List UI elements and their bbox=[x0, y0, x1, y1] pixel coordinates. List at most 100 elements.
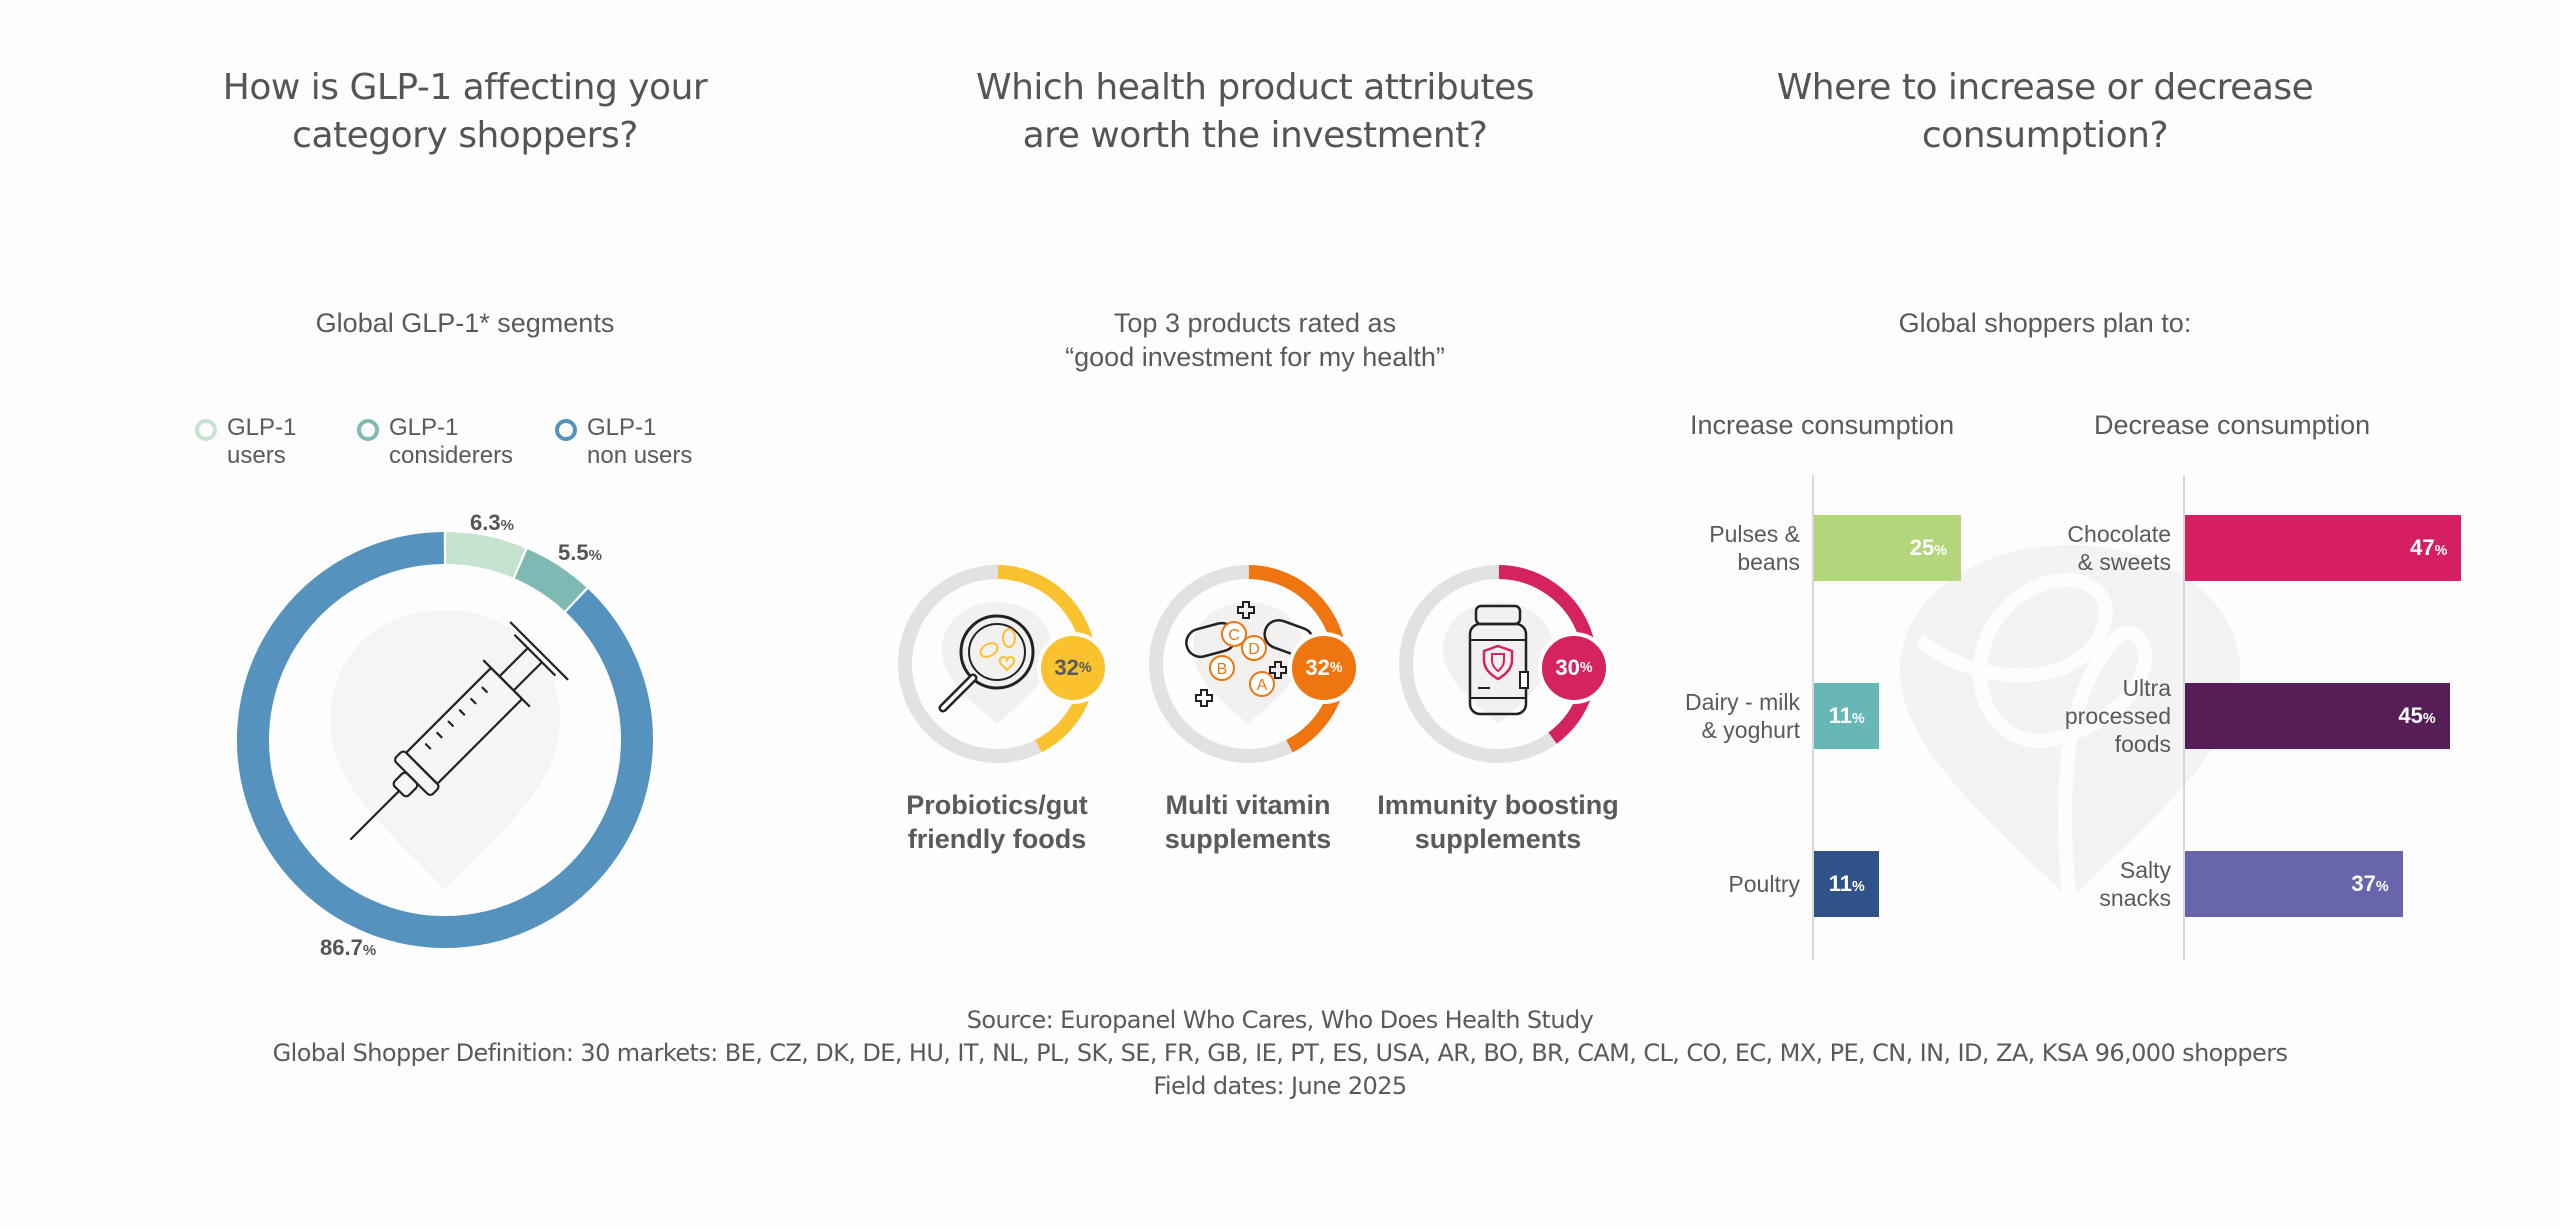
ring-value-badge: 30% bbox=[1538, 632, 1610, 704]
investment-subtitle: Top 3 products rated as “good investment… bbox=[1000, 306, 1510, 374]
category-label-line: Chocolate bbox=[2067, 521, 2171, 547]
legend-marker-icon bbox=[195, 419, 217, 441]
decrease-bar: 45% bbox=[2185, 683, 2450, 749]
donut-data-label: 6.3% bbox=[470, 510, 514, 535]
product-label-line: Probiotics/gut bbox=[906, 790, 1088, 820]
decrease-axis-line bbox=[2183, 475, 2185, 960]
donut-segment-3 bbox=[237, 532, 653, 948]
glp1-subtitle: Global GLP-1* segments bbox=[315, 308, 615, 338]
donut-segment-1 bbox=[445, 532, 526, 578]
donut-segment-2 bbox=[514, 549, 587, 612]
watermark-logo-icon bbox=[1443, 602, 1553, 724]
category-label-line: & yoghurt bbox=[1701, 717, 1800, 743]
vitamin-capsules-icon: CD B A bbox=[1185, 601, 1315, 707]
legend-line: GLP-1 bbox=[227, 414, 297, 441]
legend-marker-icon bbox=[357, 419, 379, 441]
increase-column-title: Increase consumption bbox=[1690, 410, 1955, 440]
category-label-line: Dairy - milk bbox=[1685, 689, 1800, 715]
product-label-line: Multi vitamin bbox=[1165, 790, 1331, 820]
product-label-line: friendly foods bbox=[907, 824, 1087, 854]
product-label-line: Immunity boosting bbox=[1377, 790, 1619, 820]
bar-value-label: 45% bbox=[2398, 703, 2436, 728]
bar-value-label: 25% bbox=[1909, 535, 1947, 560]
category-label-line: Ultra bbox=[2122, 675, 2171, 701]
glp1-donut-chart: 6.3% 5.5% 86.7% bbox=[237, 510, 653, 960]
increase-bar: 11% bbox=[1814, 683, 1879, 749]
watermark-logo-icon bbox=[1193, 602, 1303, 724]
product-label: Multi vitamin supplements bbox=[1108, 788, 1388, 856]
footer-definition: Global Shopper Definition: 30 markets: B… bbox=[272, 1039, 2288, 1067]
svg-text:B: B bbox=[1217, 661, 1228, 678]
decrease-column-title: Decrease consumption bbox=[2094, 410, 2371, 440]
legend-line: users bbox=[227, 442, 286, 469]
supplement-jar-shield-icon bbox=[1468, 604, 1529, 716]
heading-line: consumption? bbox=[1921, 115, 2169, 156]
heading-line: How is GLP-1 affecting your bbox=[222, 67, 708, 108]
subtitle-line: “good investment for my health” bbox=[1065, 342, 1445, 372]
magnifier-bacteria-icon bbox=[938, 614, 1035, 713]
increase-category-label: Poultry bbox=[1620, 870, 1800, 898]
category-label-line: snacks bbox=[2099, 885, 2171, 911]
increase-bar: 25% bbox=[1814, 515, 1961, 581]
donut-data-label: 86.7% bbox=[320, 935, 376, 960]
legend-marker-icon bbox=[555, 419, 577, 441]
category-label-line: processed bbox=[2064, 703, 2171, 729]
svg-text:C: C bbox=[1228, 627, 1240, 644]
legend-line: considerers bbox=[389, 442, 514, 469]
consumption-subtitle: Global shoppers plan to: bbox=[1898, 308, 2192, 338]
watermark-logo-icon bbox=[942, 602, 1052, 724]
category-label-line: Salty bbox=[2119, 857, 2171, 883]
category-label-line: Pulses & bbox=[1709, 521, 1800, 547]
product-label-line: supplements bbox=[1164, 824, 1332, 854]
ring-value-badge: 32% bbox=[1037, 632, 1109, 704]
footer-source: Source: Europanel Who Cares, Who Does He… bbox=[966, 1006, 1594, 1034]
heading-line: Which health product attributes bbox=[975, 67, 1535, 108]
decrease-bar: 37% bbox=[2185, 851, 2403, 917]
watermark-logo-icon bbox=[1900, 545, 2240, 901]
footer: Source: Europanel Who Cares, Who Does He… bbox=[0, 1004, 2560, 1103]
product-label: Immunity boosting supplements bbox=[1358, 788, 1638, 856]
category-label-line: Poultry bbox=[1728, 871, 1800, 897]
legend-line: non users bbox=[587, 442, 693, 469]
watermark-logo-icon bbox=[330, 610, 560, 890]
footer-field-dates: Field dates: June 2025 bbox=[1153, 1072, 1407, 1100]
syringe-icon bbox=[349, 621, 569, 841]
section-heading-investment: Which health product attributes are wort… bbox=[920, 64, 1590, 160]
increase-category-label: Dairy - milk& yoghurt bbox=[1620, 688, 1800, 744]
bar-value-label: 37% bbox=[2351, 871, 2389, 896]
legend-line: GLP-1 bbox=[389, 414, 459, 441]
bar-value-label: 11% bbox=[1828, 703, 1865, 728]
decrease-bar: 47% bbox=[2185, 515, 2462, 581]
heading-line: category shoppers? bbox=[292, 115, 638, 156]
subtitle-line: Top 3 products rated as bbox=[1113, 308, 1397, 338]
bar-value-label: 47% bbox=[2410, 535, 2448, 560]
ring-value-badge: 32% bbox=[1288, 632, 1360, 704]
svg-text:D: D bbox=[1248, 641, 1260, 658]
section-heading-glp1: How is GLP-1 affecting your category sho… bbox=[130, 64, 800, 160]
product-label: Probiotics/gut friendly foods bbox=[857, 788, 1137, 856]
svg-text:A: A bbox=[1257, 677, 1268, 694]
heading-line: are worth the investment? bbox=[1022, 115, 1488, 156]
heading-line: Where to increase or decrease bbox=[1776, 67, 2314, 108]
increase-bar: 11% bbox=[1814, 851, 1879, 917]
donut-data-label: 5.5% bbox=[558, 540, 602, 565]
category-label-line: beans bbox=[1737, 549, 1800, 575]
increase-axis-line bbox=[1812, 475, 1814, 960]
category-label-line: & sweets bbox=[2077, 549, 2171, 575]
section-heading-consumption: Where to increase or decrease consumptio… bbox=[1710, 64, 2380, 160]
decrease-category-label: Chocolate& sweets bbox=[1991, 520, 2171, 576]
product-label-line: supplements bbox=[1414, 824, 1582, 854]
increase-category-label: Pulses &beans bbox=[1620, 520, 1800, 576]
legend-line: GLP-1 bbox=[587, 414, 657, 441]
bar-value-label: 11% bbox=[1828, 871, 1865, 896]
category-label-line: foods bbox=[2114, 731, 2171, 757]
